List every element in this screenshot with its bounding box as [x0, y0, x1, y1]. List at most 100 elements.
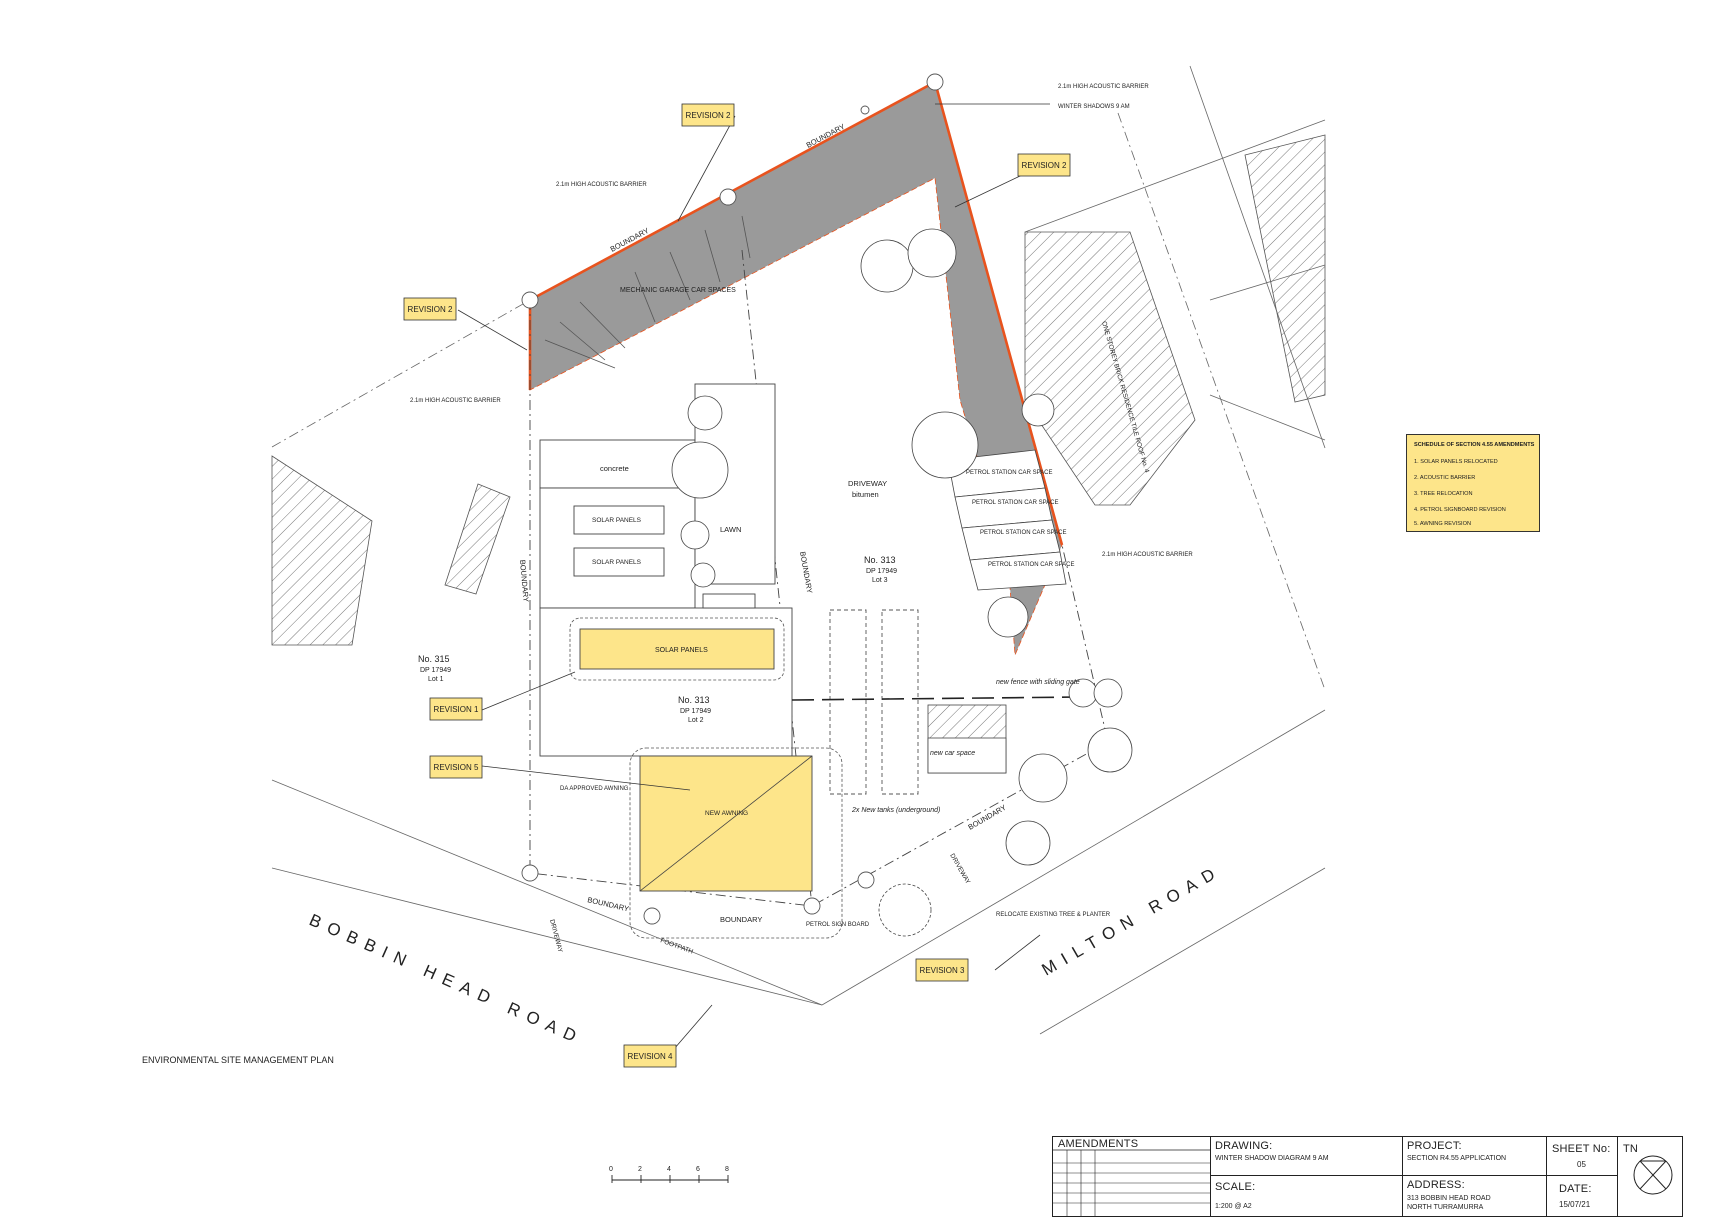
- amendments-grid: [1053, 1149, 1211, 1216]
- project-address-cell: PROJECT: SECTION R4.55 APPLICATION ADDRE…: [1403, 1137, 1547, 1216]
- schedule-item: 3. TREE RELOCATION: [1414, 491, 1473, 497]
- svg-text:REVISION 3: REVISION 3: [920, 966, 965, 975]
- svg-text:0: 0: [609, 1166, 613, 1173]
- sheet-value: 05: [1577, 1160, 1586, 1169]
- petrol-car-spaces: [947, 449, 1067, 591]
- awning-outline: [629, 747, 843, 939]
- project-value: SECTION R4.55 APPLICATION: [1407, 1155, 1507, 1162]
- revision-tag-5: REVISION 5: [429, 755, 483, 779]
- title-block: AMENDMENTS DRAWING: WINTER SHADOW DIAGRA…: [1052, 1136, 1683, 1217]
- drawing-label: DRAWING:: [1215, 1140, 1273, 1152]
- schedule-item: 1. SOLAR PANELS RELOCATED: [1414, 459, 1498, 465]
- address-label: ADDRESS:: [1407, 1179, 1465, 1191]
- solar-panels-main-label: SOLAR PANELS: [655, 647, 708, 654]
- acoustic-barrier-label-c: 2.1m HIGH ACOUSTIC BARRIER: [1058, 84, 1149, 90]
- schedule-item: 5. AWNING REVISION: [1414, 521, 1471, 527]
- acoustic-barrier-label-d: 2.1m HIGH ACOUSTIC BARRIER: [1102, 552, 1193, 558]
- svg-text:REVISION 5: REVISION 5: [434, 763, 479, 772]
- new-fence-line: [791, 696, 1081, 701]
- date-label: DATE:: [1559, 1183, 1592, 1195]
- project-divider: [1403, 1175, 1547, 1176]
- lawn-label: LAWN: [720, 525, 741, 534]
- footpath-label: FOOTPATH: [659, 937, 694, 955]
- sheet-date-cell: SHEET No: 05 DATE: 15/07/21: [1547, 1137, 1618, 1216]
- garage-car-space-lines: [544, 215, 751, 369]
- lot3-no: No. 313: [864, 555, 896, 565]
- schedule-of-amendments: SCHEDULE OF SECTION 4.55 AMENDMENTS 1. S…: [1406, 434, 1540, 532]
- petrol-space-3: PETROL STATION CAR SPACE: [980, 530, 1066, 536]
- date-value: 15/07/21: [1559, 1200, 1591, 1209]
- da-approved-awning-label: DA APPROVED AWNING: [560, 786, 629, 792]
- svg-text:8: 8: [725, 1166, 729, 1173]
- svg-text:6: 6: [696, 1166, 700, 1173]
- new-car-space-label: new car space: [930, 750, 975, 757]
- svg-text:4: 4: [667, 1166, 671, 1173]
- svg-text:REVISION 1: REVISION 1: [434, 705, 479, 714]
- lot1-dp: DP 17949: [420, 667, 451, 674]
- project-label: PROJECT:: [1407, 1140, 1462, 1152]
- north-cell: TN: [1618, 1137, 1682, 1216]
- bobbin-head-road-label: BOBBIN HEAD ROAD: [306, 910, 586, 1049]
- new-fence-label: new fence with sliding gate: [996, 679, 1080, 686]
- solar-panels-upper-label: SOLAR PANELS: [592, 517, 642, 524]
- awning-diagonal: [639, 755, 813, 892]
- north-label: TN: [1623, 1143, 1639, 1155]
- house-block: [539, 383, 793, 757]
- scale-value: 1:200 @ A2: [1215, 1203, 1252, 1210]
- schedule-item: 2. ACOUSTIC BARRIER: [1414, 475, 1476, 481]
- north-arrow-icon: [1633, 1155, 1673, 1195]
- scale-bar: [611, 1175, 729, 1183]
- solar-panels-outline: [569, 617, 785, 681]
- schedule-title: SCHEDULE OF SECTION 4.55 AMENDMENTS: [1414, 442, 1535, 448]
- petrol-sign-board-label: PETROL SIGN BOARD: [806, 922, 870, 928]
- boundary-markers: [521, 73, 944, 925]
- bitumen-label: bitumen: [852, 490, 879, 499]
- plan-title: ENVIRONMENTAL SITE MANAGEMENT PLAN: [142, 1055, 334, 1065]
- solar-panels-main-rect: [579, 628, 775, 670]
- svg-text:REVISION 4: REVISION 4: [628, 1052, 673, 1061]
- svg-text:REVISION 2: REVISION 2: [686, 111, 731, 120]
- petrol-space-1: PETROL STATION CAR SPACE: [966, 470, 1052, 476]
- svg-text:REVISION 2: REVISION 2: [1022, 161, 1067, 170]
- lot3-lot: Lot 3: [872, 577, 888, 584]
- neighbour-buildings: [271, 134, 1326, 646]
- revision-tag-3: REVISION 3: [915, 958, 969, 982]
- revision-tag-1: REVISION 1: [429, 697, 483, 721]
- lot1-no: No. 315: [418, 654, 450, 664]
- lot2-dp: DP 17949: [680, 708, 711, 715]
- address-line1: 313 BOBBIN HEAD ROAD: [1407, 1195, 1491, 1202]
- amendments-cell: AMENDMENTS: [1053, 1137, 1211, 1216]
- lot2-lot: Lot 2: [688, 717, 704, 724]
- relocate-tree-label: RELOCATE EXISTING TREE & PLANTER: [996, 912, 1111, 918]
- solar-panels-lower-label: SOLAR PANELS: [592, 559, 642, 566]
- lot3-dp: DP 17949: [866, 568, 897, 575]
- sheet-label: SHEET No:: [1552, 1143, 1611, 1155]
- revision-tag-2a: REVISION 2: [681, 103, 735, 127]
- scale-bar-labels: 0 2 4 6 8: [609, 1166, 729, 1173]
- car-space-inner: [927, 737, 1007, 774]
- lot2-no: No. 313: [678, 695, 710, 705]
- revision-tag-4: REVISION 4: [623, 1044, 677, 1068]
- driveway-right-label: DRIVEWAY: [948, 853, 971, 886]
- milton-road-label: MILTON ROAD: [1039, 861, 1226, 980]
- sheet-divider: [1547, 1175, 1618, 1176]
- amendments-label: AMENDMENTS: [1058, 1138, 1139, 1150]
- schedule-item: 4. PETROL SIGNBOARD REVISION: [1414, 507, 1506, 513]
- acoustic-barrier-label-b: 2.1m HIGH ACOUSTIC BARRIER: [410, 398, 501, 404]
- new-tanks-label: 2x New tanks (underground): [851, 807, 940, 814]
- petrol-space-4: PETROL STATION CAR SPACE: [988, 562, 1074, 568]
- winter-shadows-label: WINTER SHADOWS 9 AM: [1058, 104, 1130, 110]
- boundary-label-awning: BOUNDARY: [720, 915, 762, 924]
- drawing-scale-cell: DRAWING: WINTER SHADOW DIAGRAM 9 AM SCAL…: [1211, 1137, 1403, 1216]
- driveway-label: DRIVEWAY: [848, 479, 887, 488]
- scale-label: SCALE:: [1215, 1181, 1256, 1193]
- underground-tanks: [829, 609, 919, 795]
- driveway-left-label: DRIVEWAY: [548, 919, 564, 954]
- lot1-lot: Lot 1: [428, 676, 444, 683]
- trees: [671, 228, 1133, 937]
- boundary-label-center: BOUNDARY: [798, 551, 814, 594]
- revision-tag-2c: REVISION 2: [403, 297, 457, 321]
- svg-text:2: 2: [638, 1166, 642, 1173]
- concrete-label: concrete: [600, 464, 629, 473]
